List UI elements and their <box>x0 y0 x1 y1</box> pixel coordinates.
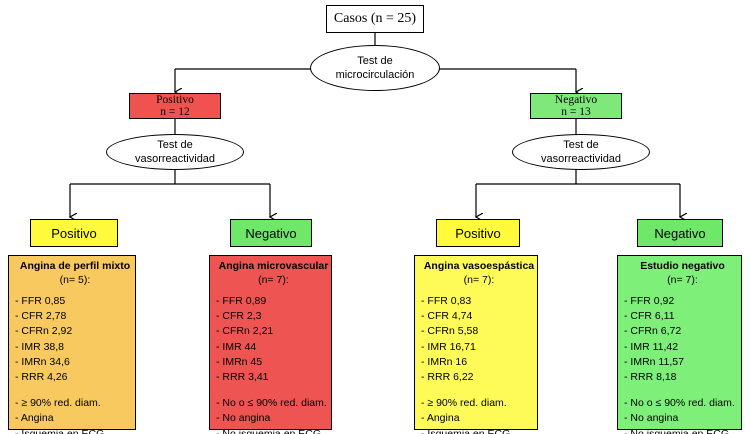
card-metric: - RRR 3,41 <box>216 371 269 384</box>
card-metric: - IMR 38,8 <box>15 340 65 353</box>
card-angina-vasoespastica: Angina vasoespástica (n= 7): - FFR 0,83 - C… <box>414 255 538 434</box>
card-feature: - No angina <box>216 412 271 425</box>
card-metric: - IMRn 11,57 <box>624 355 684 368</box>
card-feature: - No o ≤ 90% red. diam. <box>624 397 735 410</box>
card-title: Estudio negativo <box>640 260 725 272</box>
micro-negativo-n: n = 13 <box>561 106 591 118</box>
card-angina-microvascular: Angina microvascular (n= 7): - FFR 0,89 - C… <box>209 255 332 434</box>
card-title: Angina microvascular <box>218 260 329 272</box>
card-metric: - FFR 0,83 <box>421 295 472 307</box>
card-metric: - CFRn 2,92 <box>15 325 73 338</box>
card-angina-mixto: Angina de perfil mixto (n= 5): - FFR 0,85 -… <box>8 255 136 434</box>
card-title: Angina de perfil mixto <box>19 260 131 272</box>
test-vaso-right-line1: Test de <box>563 139 599 151</box>
left-negativo-box: Negativo <box>230 219 312 247</box>
card-feature: - Angina <box>15 412 54 425</box>
card-metric: - IMR 44 <box>216 340 257 353</box>
left-positivo-label: Positivo <box>51 225 97 241</box>
card-metric: - FFR 0,89 <box>216 295 267 307</box>
right-positivo-label: Positivo <box>455 225 501 241</box>
right-negativo-box: Negativo <box>637 219 723 247</box>
card-n: (n= 7): <box>463 274 495 286</box>
test-vaso-left-ellipse: Test de vasorreactividad <box>106 134 244 170</box>
right-positivo-box: Positivo <box>436 219 520 247</box>
card-metric: - RRR 8,18 <box>624 371 677 384</box>
card-n: (n= 7): <box>258 274 289 286</box>
card-metric: - FFR 0,85 <box>15 295 66 307</box>
card-metric: - CFR 2,3 <box>216 310 262 323</box>
left-positivo-box: Positivo <box>30 219 118 247</box>
card-metric: - CFRn 5,58 <box>421 325 479 338</box>
card-feature: - No angina <box>624 412 679 425</box>
card-n: (n= 7): <box>667 274 698 286</box>
card-gap <box>15 385 135 396</box>
card-feature: - No o ≤ 90% red. diam. <box>216 397 327 410</box>
card-metric: - RRR 6,22 <box>421 371 474 384</box>
card-feature: - Isquemia en ECG <box>421 427 511 434</box>
card-metric: - RRR 4,26 <box>15 371 68 384</box>
card-feature: - Angina <box>421 412 460 425</box>
test-vaso-left-line1: Test de <box>157 139 193 151</box>
card-metric: - CFRn 6,72 <box>624 325 682 338</box>
card-metric: - CFR 6,11 <box>624 310 675 323</box>
test-vaso-right-line2: vasorreactividad <box>540 153 622 165</box>
card-metric: - FFR 0,92 <box>624 295 675 307</box>
root-label: Casos (n = 25) <box>333 11 417 26</box>
card-feature: - No isquemia en ECG <box>216 427 322 434</box>
test-micro-line2: microcirculación <box>335 69 415 81</box>
card-metric: - CFR 2,78 <box>15 310 67 323</box>
test-micro-line1: Test de <box>357 55 393 67</box>
test-vaso-left-line2: vasorreactividad <box>134 153 216 165</box>
micro-positivo-n: n = 12 <box>160 106 190 118</box>
test-vaso-right-ellipse: Test de vasorreactividad <box>512 134 650 170</box>
card-feature: - ≥ 90% red. diam. <box>421 397 507 410</box>
card-metric: - IMRn 34,6 <box>15 355 70 368</box>
card-feature: - No isquemia en ECG <box>624 427 730 434</box>
card-title: Angina vasoespástica <box>423 260 535 272</box>
card-gap <box>216 385 331 396</box>
micro-negativo-box: Negativo n = 13 <box>530 93 622 119</box>
card-n: (n= 5): <box>59 274 91 286</box>
card-gap <box>624 385 741 396</box>
micro-positivo-box: Positivo n = 12 <box>129 93 221 119</box>
card-feature: - Isquemia en ECG <box>15 427 105 434</box>
card-gap <box>421 385 537 396</box>
micro-negativo-label: Negativo <box>554 94 598 106</box>
test-microcirculacion-ellipse: Test de microcirculación <box>310 45 440 91</box>
right-negativo-label: Negativo <box>654 225 706 241</box>
card-metric: - IMR 16,71 <box>421 340 476 353</box>
card-metric: - IMRn 16 <box>421 355 468 368</box>
root-box: Casos (n = 25) <box>326 5 424 33</box>
card-estudio-negativo: Estudio negativo (n= 7): - FFR 0,92 - CFR 6… <box>617 255 742 434</box>
card-metric: - IMR 11,42 <box>624 340 679 353</box>
micro-positivo-label: Positivo <box>156 94 194 106</box>
card-metric: - CFRn 2,21 <box>216 325 274 338</box>
card-metric: - CFR 4,74 <box>421 310 473 323</box>
left-negativo-label: Negativo <box>245 225 297 241</box>
card-feature: - ≥ 90% red. diam. <box>15 397 101 410</box>
card-metric: - IMRn 45 <box>216 355 263 368</box>
